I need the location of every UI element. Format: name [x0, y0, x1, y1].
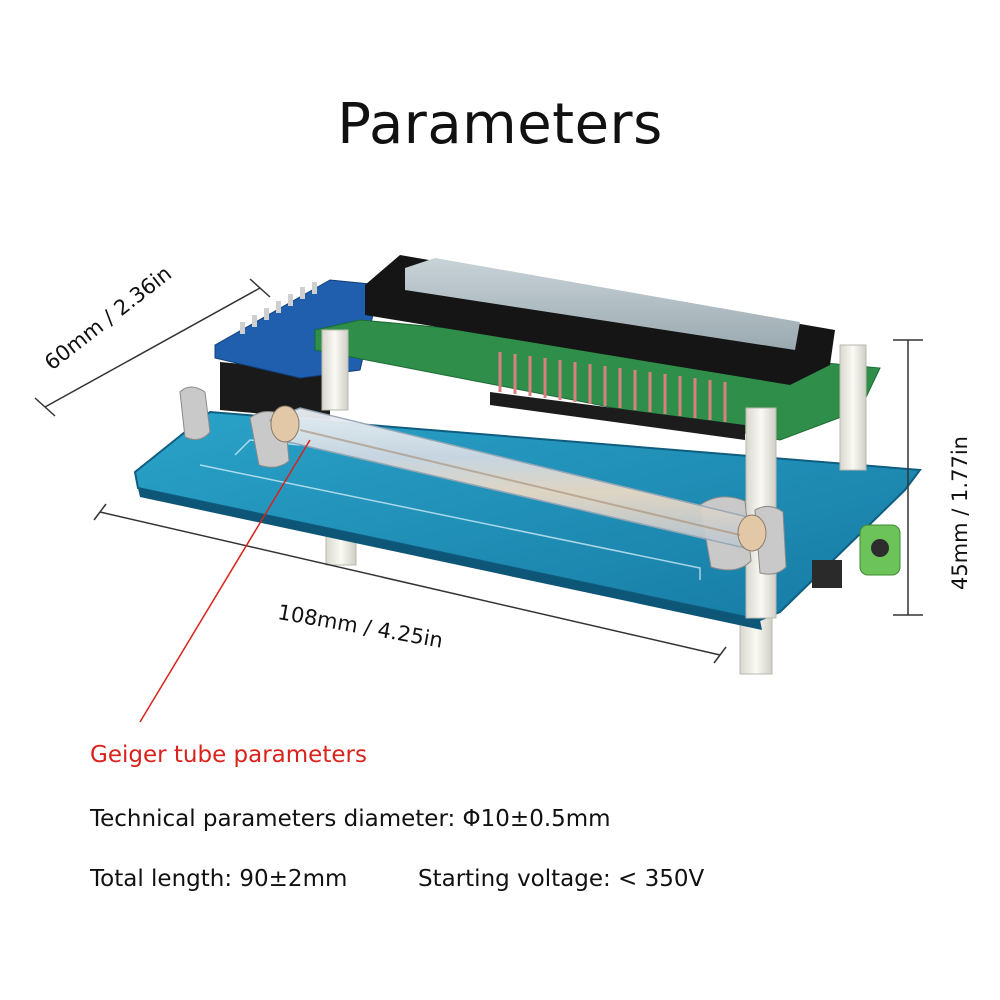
spec-total-length: Total length: 90±2mm	[90, 866, 348, 892]
dimension-height-label: 45mm / 1.77in	[948, 436, 972, 590]
switch	[812, 560, 842, 588]
silkscreen-lines	[199, 464, 701, 580]
dimension-width-line	[34, 278, 271, 417]
standoff-lcd-right	[839, 344, 867, 471]
geiger-tube-heading: Geiger tube parameters	[90, 742, 367, 768]
geiger-tube	[268, 405, 767, 552]
main-pcb-edge	[138, 488, 762, 630]
pin-header-base	[490, 392, 745, 440]
lcd-screen	[405, 258, 800, 350]
dimension-height-line	[893, 339, 923, 616]
page-title: Parameters	[337, 92, 663, 157]
standoff-lcd-left	[321, 329, 349, 411]
audio-jack	[859, 524, 901, 576]
nano-pins	[240, 282, 317, 334]
dimension-length-line	[93, 503, 727, 664]
tube-callout-line	[139, 439, 311, 723]
spec-diameter: Technical parameters diameter: Φ10±0.5mm	[90, 806, 611, 832]
lcd-pin-header	[498, 352, 727, 422]
spec-starting-voltage: Starting voltage: < 350V	[418, 866, 705, 892]
